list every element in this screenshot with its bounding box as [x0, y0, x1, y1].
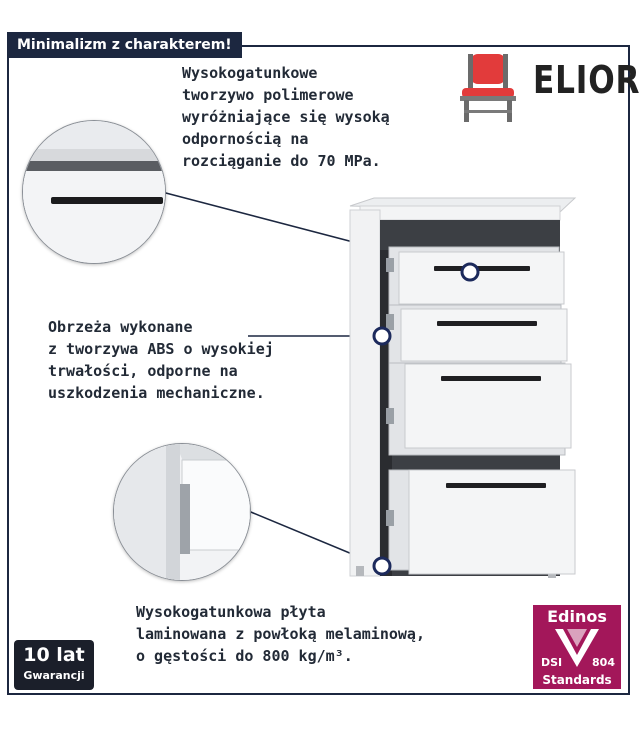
feature-polymer-text: Wysokogatunkowe tworzywo polimerowe wyró… — [182, 64, 390, 170]
brand-name: ELIOR — [533, 58, 640, 102]
edinos-v-icon — [555, 629, 599, 667]
edinos-certificate-badge: Edinos DSI 804 Standards — [533, 605, 621, 689]
certificate-dsi: DSI — [541, 656, 563, 669]
marker-dot-icon — [460, 262, 480, 282]
chest-of-drawers — [349, 197, 577, 578]
certificate-brand: Edinos — [547, 607, 607, 626]
certificate-label: Standards — [542, 673, 612, 687]
feature-abs-text: Obrzeża wykonane z tworzywa ABS o wysoki… — [48, 318, 274, 402]
feature-laminate-text: Wysokogatunkowa płyta laminowana z powło… — [136, 603, 425, 665]
warranty-label: Gwarancji — [23, 669, 85, 682]
chair-icon — [460, 54, 516, 122]
banner-tag: Minimalizm z charakterem! — [7, 32, 242, 58]
marker-dot-icon — [372, 556, 392, 576]
brand-logo — [458, 52, 628, 124]
zoom-edge-detail — [113, 443, 251, 581]
marker-dot-icon — [372, 326, 392, 346]
certificate-number: 804 — [592, 656, 615, 669]
zoom-handle-detail — [22, 120, 166, 264]
warranty-badge: 10 lat Gwarancji — [14, 640, 94, 690]
content-frame — [7, 45, 630, 695]
warranty-years: 10 lat — [23, 644, 85, 666]
